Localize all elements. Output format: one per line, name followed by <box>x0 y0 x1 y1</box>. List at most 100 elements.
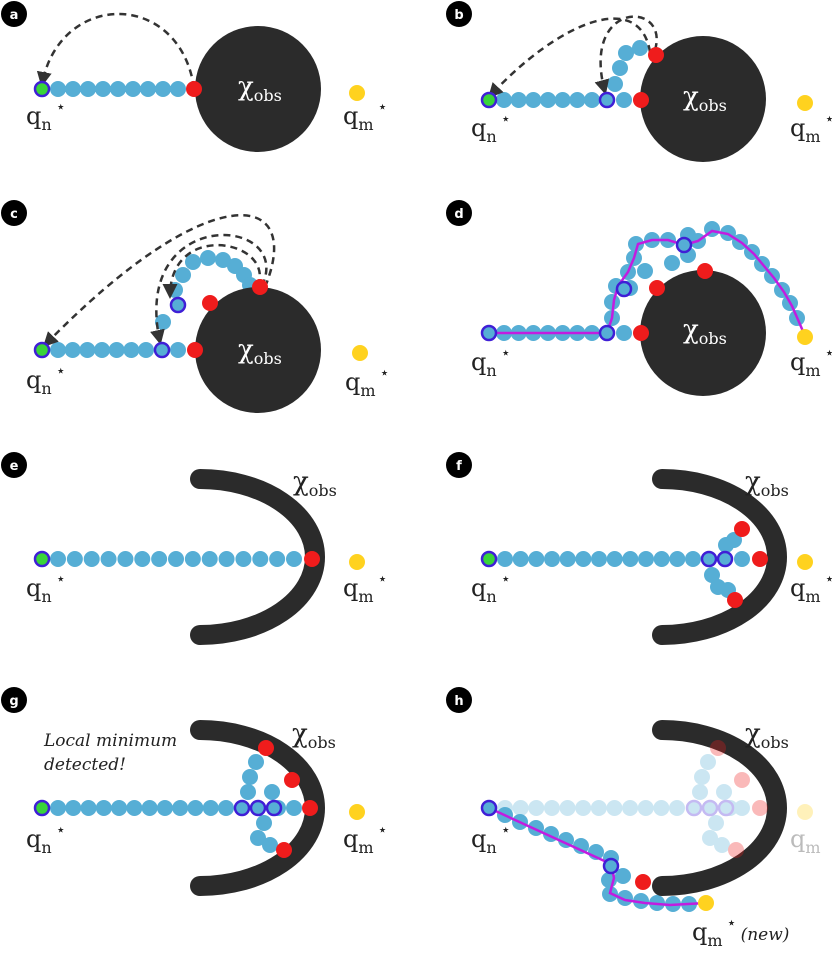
tree-node <box>653 800 670 816</box>
backtrack-arrow <box>42 214 276 348</box>
obstacle-label: χobs <box>683 315 727 348</box>
tree-node <box>138 342 154 358</box>
obstacle <box>195 287 321 413</box>
tree-node <box>125 81 141 97</box>
tree-node <box>559 800 576 816</box>
panel-label: c <box>10 207 18 222</box>
tree-node <box>702 830 718 846</box>
start-node <box>480 91 498 109</box>
tree-node <box>512 800 529 816</box>
tree-node <box>496 92 512 108</box>
tree-node <box>622 551 639 567</box>
tree-node <box>250 830 266 846</box>
q-m-label: qm⋆ <box>345 363 390 400</box>
goal-node <box>797 95 813 111</box>
q-m-label: qm⋆ <box>790 109 832 146</box>
collision-node <box>633 325 649 341</box>
panel-h: h χobs qm qn⋆ qm⋆(new) <box>446 687 821 950</box>
panel-label: g <box>9 694 18 709</box>
start-node <box>33 341 51 359</box>
tree-node <box>604 294 620 310</box>
collision-node <box>648 47 664 63</box>
collision-node <box>710 740 726 756</box>
collision-node <box>728 842 744 858</box>
node-chain <box>50 800 234 816</box>
tree-node <box>615 868 631 884</box>
q-m-label: qm⋆ <box>790 569 832 606</box>
obstacle-label: χobs <box>238 335 282 368</box>
goal-node <box>349 85 365 101</box>
tree-node <box>151 551 168 567</box>
tree-node <box>80 800 97 816</box>
backtrack-arrow <box>150 233 268 345</box>
q-n-label: qn⋆ <box>26 569 66 606</box>
tree-node <box>66 551 83 567</box>
tree-node <box>714 837 730 853</box>
tree-node <box>628 236 644 252</box>
backtrack-arrow <box>162 244 262 299</box>
tree-node <box>573 838 589 854</box>
q-new-label: qm⋆(new) <box>692 913 789 950</box>
tree-node <box>65 800 82 816</box>
tree-node <box>616 92 632 108</box>
panel-b: b χobs qn⋆ qm⋆ <box>446 1 832 162</box>
collision-node <box>202 295 218 311</box>
tree-node <box>685 551 701 567</box>
collision-node <box>186 81 202 97</box>
tree-node <box>575 551 592 567</box>
q-n-label: qn⋆ <box>471 109 511 146</box>
local-minimum-note: Local minimum <box>43 731 177 751</box>
start-node <box>480 799 498 817</box>
backtrack-node <box>615 280 633 298</box>
tree-node <box>716 784 732 800</box>
collision-node <box>752 551 768 567</box>
tree-node <box>637 800 654 816</box>
tree-node <box>569 92 586 108</box>
tree-node <box>612 60 628 76</box>
tree-node <box>95 800 112 816</box>
tree-node <box>140 81 156 97</box>
obstacle <box>640 270 766 396</box>
tree-node <box>559 551 576 567</box>
new-goal-node <box>698 895 714 911</box>
tree-node <box>248 754 264 770</box>
tree-node <box>708 815 724 831</box>
tree-node <box>108 342 125 358</box>
tree-node <box>528 800 545 816</box>
tree-node <box>528 551 545 567</box>
backtrack-node <box>716 550 734 568</box>
collision-node <box>633 92 649 108</box>
backtrack-node <box>233 799 251 817</box>
q-n-label: qn⋆ <box>26 361 66 398</box>
tree-node <box>155 314 171 330</box>
q-m-label: qm⋆ <box>343 569 388 606</box>
panel-label-bg <box>1 452 27 478</box>
q-n-label: qn⋆ <box>26 820 66 857</box>
tree-node <box>525 92 542 108</box>
tree-node <box>669 800 685 816</box>
collision-node <box>187 342 203 358</box>
backtrack-node <box>169 296 187 314</box>
tree-node <box>286 800 302 816</box>
panel-e: e χobs qn⋆ qm⋆ <box>1 452 388 645</box>
tree-node <box>591 551 607 567</box>
node-chain <box>50 551 302 567</box>
backtrack-node <box>153 341 171 359</box>
tree-node <box>50 800 66 816</box>
backtrack-node <box>675 236 693 254</box>
start-node <box>33 550 51 568</box>
start-node <box>480 324 498 342</box>
tree-node <box>242 769 258 785</box>
tree-node <box>64 342 81 358</box>
start-node <box>480 550 498 568</box>
tree-node <box>669 551 686 567</box>
panel-label-bg <box>446 452 472 478</box>
new-branch-nodes <box>497 807 697 912</box>
tree-node <box>584 92 600 108</box>
backtrack-node <box>685 799 703 817</box>
tree-node <box>50 342 66 358</box>
panel-label: h <box>454 694 463 709</box>
collision-node <box>649 280 665 296</box>
panel-label: d <box>454 207 463 222</box>
panel-label-bg <box>446 687 472 713</box>
